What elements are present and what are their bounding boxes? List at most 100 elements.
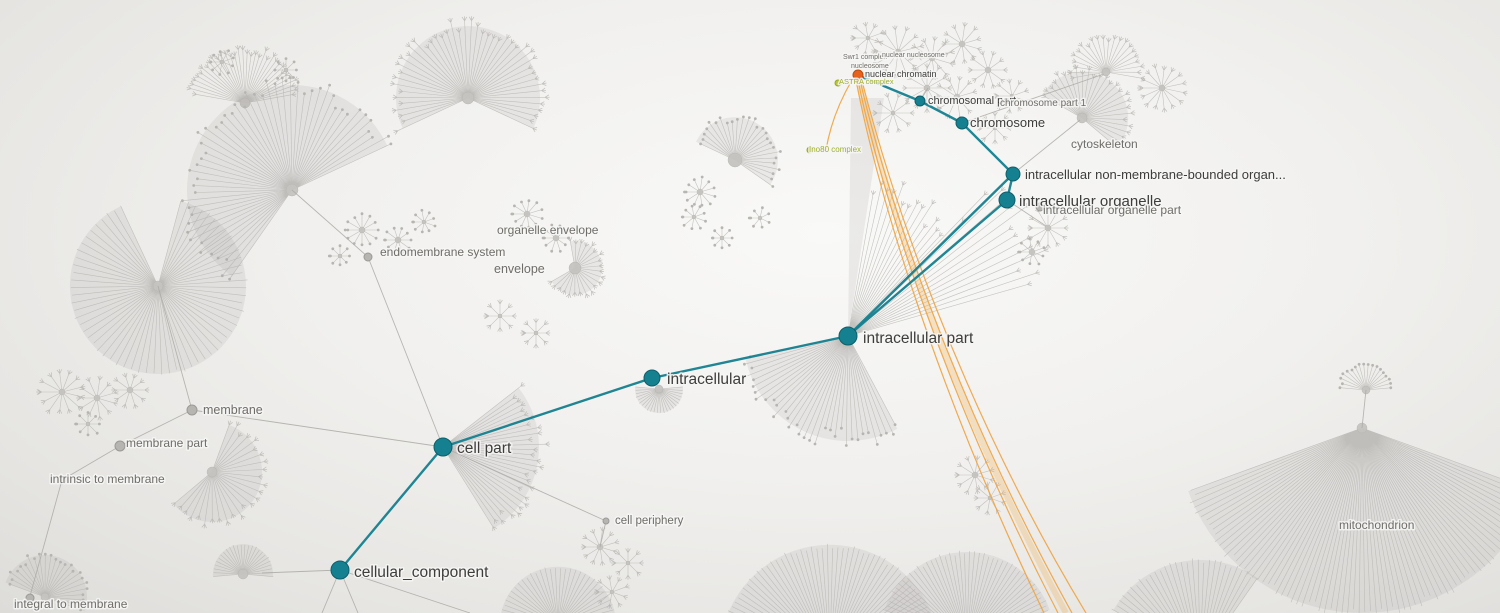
gray-cluster-fan bbox=[1137, 63, 1188, 113]
label-swr1-complex[interactable]: Swr1 complex bbox=[842, 53, 889, 63]
fan-hub-node[interactable] bbox=[421, 219, 427, 225]
label-cell-part[interactable]: cell part bbox=[456, 439, 514, 459]
fan-hub-node[interactable] bbox=[237, 568, 249, 580]
fan-sector-fill bbox=[1113, 560, 1258, 613]
fan-hub-node[interactable] bbox=[1101, 67, 1111, 77]
fan-hub-node[interactable] bbox=[552, 234, 560, 242]
node-integral-to-membrane[interactable] bbox=[25, 593, 35, 603]
label-intracellular-non-membrane-bounded-organelle[interactable]: intracellular non-membrane-bounded organ… bbox=[1024, 166, 1288, 184]
fan-hub-node[interactable] bbox=[358, 226, 366, 234]
label-intracellular-organelle-part[interactable]: intracellular organelle part bbox=[1042, 202, 1184, 219]
fan-hub-node[interactable] bbox=[691, 214, 697, 220]
label-cellular-component[interactable]: cellular_component bbox=[353, 563, 491, 583]
node-cellular-component[interactable] bbox=[330, 560, 350, 580]
label-mitochondrion[interactable]: mitochondrion bbox=[1338, 517, 1416, 534]
label-nucleosome[interactable]: nucleosome bbox=[850, 62, 891, 72]
fan-hub-node[interactable] bbox=[85, 421, 91, 427]
label-chromosome-part-1[interactable]: chromosome part 1 bbox=[999, 97, 1089, 111]
node-membrane-part[interactable] bbox=[114, 440, 126, 452]
fan-hub-node[interactable] bbox=[461, 91, 475, 105]
label-integral-to-membrane[interactable]: integral to membrane bbox=[13, 596, 130, 613]
fan-lines bbox=[682, 206, 706, 229]
fan-hub-node[interactable] bbox=[923, 84, 931, 92]
fan-hub-node[interactable] bbox=[696, 188, 704, 196]
fan-hub-node[interactable] bbox=[568, 261, 582, 275]
fan-hub-node[interactable] bbox=[625, 560, 631, 566]
label-membrane-part[interactable]: membrane part bbox=[125, 435, 210, 452]
node-endomembrane-system[interactable] bbox=[363, 252, 373, 262]
fan-lines bbox=[543, 224, 569, 252]
label-cytoskeleton[interactable]: cytoskeleton bbox=[1070, 136, 1140, 153]
fan-hub-node[interactable] bbox=[984, 66, 992, 74]
fan-hub-node[interactable] bbox=[206, 466, 218, 478]
fan-hub-node[interactable] bbox=[497, 313, 503, 319]
fan-hub-node[interactable] bbox=[958, 40, 966, 48]
fan-hub-node[interactable] bbox=[609, 589, 615, 595]
fan-hub-node[interactable] bbox=[58, 388, 66, 396]
fan-hub-node[interactable] bbox=[757, 215, 763, 221]
fan-lines bbox=[598, 579, 626, 605]
label-nuclear-nucleosome[interactable]: nuclear nucleosome bbox=[881, 51, 947, 61]
fan-hub-node[interactable] bbox=[394, 236, 402, 244]
fan-hub-node[interactable] bbox=[40, 592, 50, 602]
node-intracellular-organelle[interactable] bbox=[998, 191, 1016, 209]
fan-hub-node[interactable] bbox=[1044, 224, 1052, 232]
fan-hub-node[interactable] bbox=[1158, 84, 1166, 92]
fan-hub-node[interactable] bbox=[727, 152, 743, 168]
fan-tip-stars bbox=[390, 16, 550, 135]
fan-lines bbox=[412, 210, 436, 232]
fan-hub-node[interactable] bbox=[337, 253, 343, 259]
fan-hub-node[interactable] bbox=[93, 394, 101, 402]
label-membrane[interactable]: membrane bbox=[202, 402, 265, 419]
fan-hub-node[interactable] bbox=[992, 125, 998, 131]
gray-edge bbox=[1012, 119, 1081, 175]
label-envelope[interactable]: envelope bbox=[493, 261, 547, 278]
fan-hub-node[interactable] bbox=[1028, 248, 1036, 256]
node-chromosomal-part[interactable] bbox=[914, 95, 926, 107]
label-intracellular-part[interactable]: intracellular part bbox=[862, 329, 976, 349]
node-ino80-complex[interactable] bbox=[806, 146, 814, 154]
fan-hub-node[interactable] bbox=[283, 67, 289, 73]
node-nuclear-chromatin[interactable] bbox=[852, 69, 864, 81]
fan-hub-node[interactable] bbox=[126, 386, 134, 394]
fan-hub-node[interactable] bbox=[523, 210, 531, 218]
label-intrinsic-to-membrane[interactable]: intrinsic to membrane bbox=[49, 471, 167, 488]
fan-hub-node[interactable] bbox=[971, 471, 979, 479]
node-cell-part[interactable] bbox=[433, 437, 453, 457]
node-intracellular-non-membrane-bounded-organelle[interactable] bbox=[1005, 166, 1021, 182]
gray-cluster-fan bbox=[1066, 34, 1146, 82]
fan-hub-node[interactable] bbox=[719, 235, 725, 241]
fan-hub-node[interactable] bbox=[894, 48, 902, 56]
label-astra-complex[interactable]: ASTRA complex bbox=[838, 76, 896, 88]
fan-sector-fill bbox=[884, 551, 1050, 613]
fan-hub-node[interactable] bbox=[890, 110, 896, 116]
node-intracellular[interactable] bbox=[643, 369, 661, 387]
node-intracellular-organelle-part[interactable] bbox=[1035, 202, 1045, 212]
label-intracellular-organelle[interactable]: intracellular organelle bbox=[1018, 192, 1164, 212]
cluster-layer bbox=[5, 16, 1500, 613]
fan-hub-node[interactable] bbox=[1009, 93, 1015, 99]
node-astra-complex[interactable] bbox=[834, 79, 842, 87]
label-ino80-complex[interactable]: Ino80 complex bbox=[808, 144, 863, 156]
fan-hub-node[interactable] bbox=[928, 54, 936, 62]
label-intracellular[interactable]: intracellular bbox=[666, 370, 748, 390]
node-chromosome[interactable] bbox=[955, 116, 969, 130]
label-organelle-envelope[interactable]: organelle envelope bbox=[496, 222, 601, 239]
label-nuclear-chromatin[interactable]: nuclear chromatin bbox=[864, 68, 939, 81]
fan-hub-node[interactable] bbox=[953, 93, 961, 101]
fan-hub-node[interactable] bbox=[654, 384, 664, 394]
node-intracellular-part[interactable] bbox=[838, 326, 858, 346]
fan-hub-node[interactable] bbox=[865, 35, 871, 41]
fan-hub-node[interactable] bbox=[219, 59, 225, 65]
node-cell-periphery[interactable] bbox=[602, 517, 610, 525]
label-cell-periphery[interactable]: cell periphery bbox=[614, 514, 686, 529]
label-endomembrane-system[interactable]: endomembrane system bbox=[379, 244, 507, 261]
fan-hub-node[interactable] bbox=[533, 330, 539, 336]
node-intrinsic-to-membrane[interactable] bbox=[57, 475, 67, 485]
label-chromosome[interactable]: chromosome bbox=[969, 114, 1047, 132]
label-chromosomal-part[interactable]: chromosomal part bbox=[927, 94, 1018, 109]
node-membrane[interactable] bbox=[186, 404, 198, 416]
gray-cluster-fan bbox=[76, 375, 119, 421]
